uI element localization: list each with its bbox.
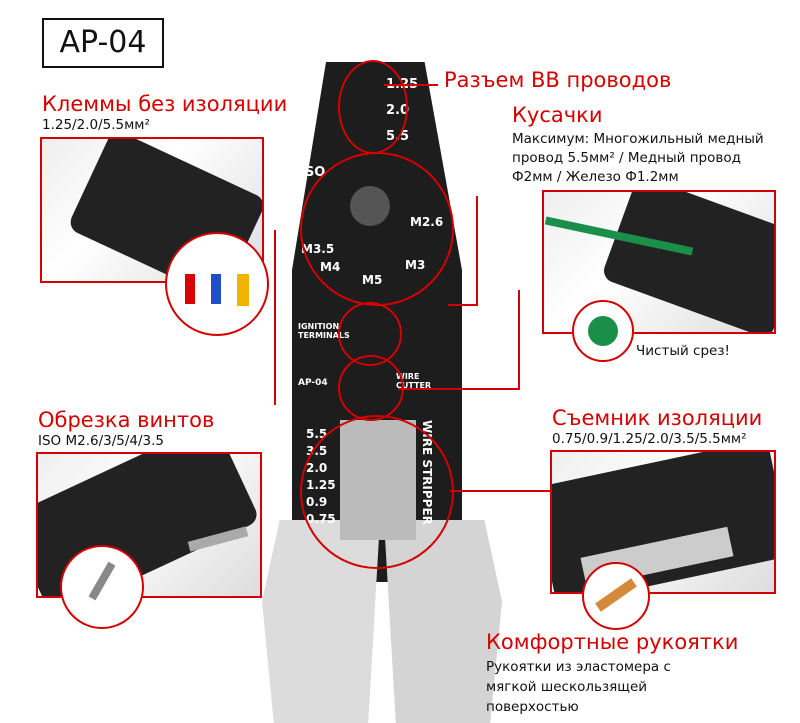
- photo-stripped-wire: [582, 562, 650, 630]
- callout-title: Кусачки: [512, 103, 603, 127]
- highlight-screw: [300, 152, 454, 306]
- photo-terminals: [165, 232, 269, 336]
- photo-stripper: [550, 450, 776, 594]
- highlight-stripper: [300, 415, 454, 569]
- cutter-note: Чистый срез!: [636, 343, 730, 359]
- highlight-crimp: [338, 60, 408, 154]
- highlight-cutter: [338, 355, 404, 421]
- ignition-label: IGNITION TERMINALS: [298, 322, 350, 340]
- callout-desc: 1.25/2.0/5.5мм²: [42, 117, 150, 133]
- callout-title: Клеммы без изоляции: [42, 92, 288, 116]
- wire-cutter-label: WIRE CUTTER: [396, 372, 432, 390]
- photo-bolts: [60, 545, 144, 629]
- tool-model-label: AP-04: [298, 378, 328, 388]
- callout-desc: 0.75/0.9/1.25/2.0/3.5/5.5мм²: [552, 431, 747, 447]
- model-badge: AP-04: [42, 18, 164, 68]
- callout-title: Обрезка винтов: [38, 408, 215, 432]
- callout-title: Комфортные рукоятки: [486, 630, 739, 654]
- callout-title: Съемник изоляции: [552, 406, 763, 430]
- callout-title: Разъем ВВ проводов: [444, 68, 672, 92]
- iso-label: ISO: [300, 165, 326, 180]
- callout-desc: ISO M2.6/3/5/4/3.5: [38, 433, 165, 449]
- callout-desc: Рукоятки из эластомера с мягкой шескольз…: [486, 659, 671, 715]
- callout-desc: Максимум: Многожильный медный провод 5.5…: [512, 131, 764, 185]
- photo-cut-wire: [572, 300, 634, 362]
